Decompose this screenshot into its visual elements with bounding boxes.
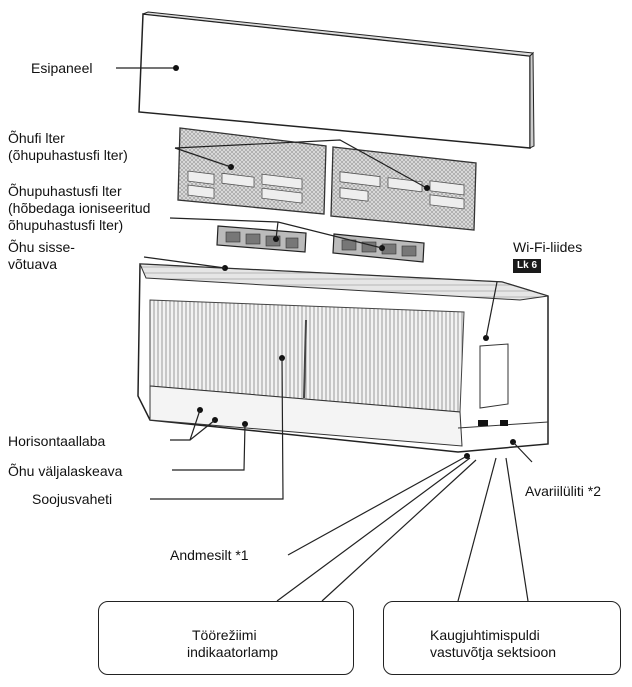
indoor-unit [137,263,549,459]
label-data-plate: Andmesilt *1 [170,547,249,563]
label-air-outlet: Õhu väljalaskeava [8,463,123,479]
label-horizontal-louver: Horisontaallaba [8,433,106,449]
label-mode-lamp-1: Töörežiimi [192,627,257,643]
remote-receiver-box [383,601,621,675]
label-heat-exchanger: Soojusvaheti [32,491,113,507]
label-air-filter-1: Õhufi lter [8,130,65,146]
mode-lamp-box [98,601,354,675]
label-purify-filter-3: õhupuhastusfi lter) [8,217,124,233]
label-front-panel: Esipaneel [31,60,93,76]
label-emergency-switch: Avariilüliti *2 [525,483,601,499]
leader-lines [116,65,533,602]
label-air-filter-2: (õhupuhastusfi lter) [8,147,128,163]
purifying-filters [216,225,425,263]
label-air-intake-1: Õhu sisse- [8,239,75,255]
label-purify-filter-1: Õhupuhastusfi lter [8,183,122,199]
front-panel [138,11,535,149]
air-filters [177,127,477,231]
label-remote-2: vastuvõtja sektsioon [430,644,557,660]
label-purify-filter-2: (hõbedaga ioniseeritud [8,200,151,216]
wifi-page-badge: Lk 6 [513,259,542,273]
label-remote-1: Kaugjuhtimispuldi [430,627,540,643]
label-wifi: Wi-Fi-liides [513,239,583,255]
label-mode-lamp-2: indikaatorlamp [187,644,279,660]
label-air-intake-2: võtuava [8,256,58,272]
